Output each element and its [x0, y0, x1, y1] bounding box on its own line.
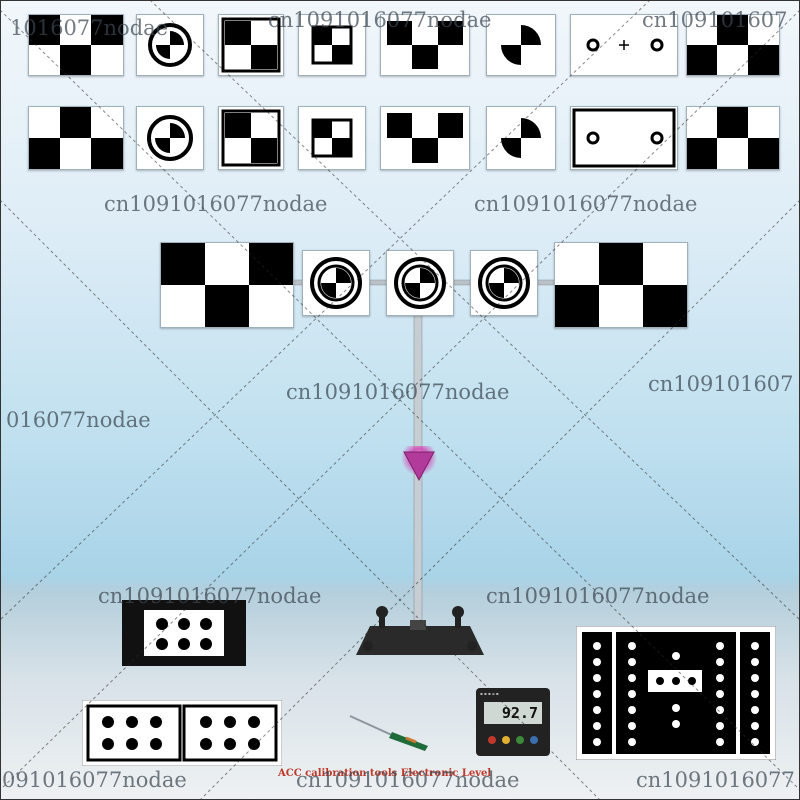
target-square-checker-1	[218, 14, 284, 76]
watermark-text: cn1091016077nodae	[98, 584, 322, 608]
target-two-dots-2	[570, 106, 678, 170]
target-small-checker-1	[298, 14, 366, 76]
product-caption: ACC calibration tools Electronic Level	[278, 768, 492, 779]
dot-board-large	[576, 626, 776, 760]
watermark-text: cn109101607	[648, 372, 794, 396]
watermark-text: cn1091016077	[636, 768, 795, 792]
laser-indicator-icon	[401, 446, 437, 482]
watermark-text: cn1091016077nodae	[296, 768, 520, 792]
target-circle-2	[136, 106, 204, 170]
mounted-checker-left	[160, 242, 294, 328]
electronic-level-device: ▪ ▪ ▪ ▪ ▪ 92.7	[476, 688, 550, 756]
level-buttons	[488, 736, 538, 744]
target-circle-1	[136, 14, 204, 76]
watermark-text: 016077nodae	[6, 408, 151, 432]
target-quadrant-1	[486, 14, 556, 76]
level-brand-text: ▪ ▪ ▪ ▪ ▪	[480, 691, 499, 696]
mounted-circle-center	[386, 250, 454, 316]
target-quadrant-2	[486, 106, 556, 170]
watermark-text: 091016077nodae	[2, 768, 187, 792]
level-readout: 92.7	[484, 702, 542, 724]
watermark-text: cn1091016077nodae	[268, 8, 492, 32]
mounted-checker-right	[554, 242, 688, 328]
target-checker-1	[28, 14, 124, 76]
watermark-text: 1016077nodae	[10, 16, 169, 40]
screwdriver-icon	[349, 715, 428, 751]
dot-board-small	[122, 600, 246, 666]
watermark-text: cn1091016077nodae	[486, 584, 710, 608]
target-v-pattern-2	[380, 106, 470, 170]
watermark-text: cn1091016077nodae	[104, 192, 328, 216]
target-checker-4	[686, 106, 780, 170]
target-checker-2	[686, 14, 780, 76]
target-small-checker-2	[298, 106, 366, 170]
watermark-text: cn1091016077nodae	[474, 192, 698, 216]
target-two-dots-1	[570, 14, 678, 76]
target-checker-3	[28, 106, 124, 170]
watermark-text: cn1091016077nodae	[286, 380, 510, 404]
mounted-circle-right	[470, 250, 538, 316]
target-v-pattern-1	[380, 14, 470, 76]
dot-board-double	[82, 700, 282, 766]
watermark-text: cn109101607	[642, 8, 788, 32]
